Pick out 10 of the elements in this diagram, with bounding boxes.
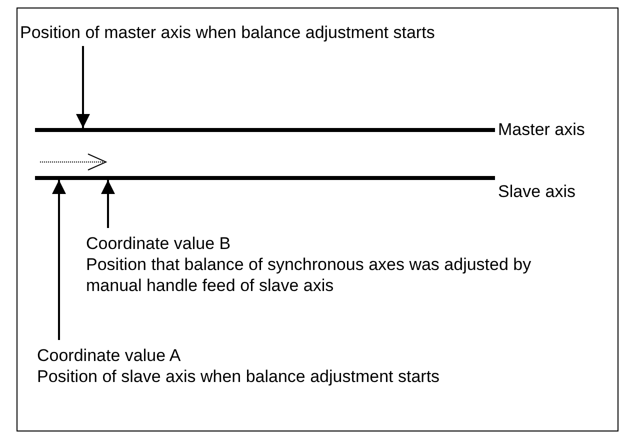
leader-arrow <box>52 180 66 340</box>
leader-arrow <box>101 180 115 228</box>
callout-heading: Coordinate value B <box>86 233 232 254</box>
axis-label: Slave axis <box>498 181 576 202</box>
axis-label: Master axis <box>498 119 585 140</box>
callout-text: Position of master axis when balance adjustment starts <box>20 22 436 43</box>
callout-text: Position that balance of synchronous axes was adjusted by manual handle feed of slave axis <box>86 254 532 296</box>
callout-text: Position of slave axis when balance adjustment starts <box>37 366 441 387</box>
leader-arrow <box>76 46 90 128</box>
callout-heading: Coordinate value A <box>37 345 182 366</box>
